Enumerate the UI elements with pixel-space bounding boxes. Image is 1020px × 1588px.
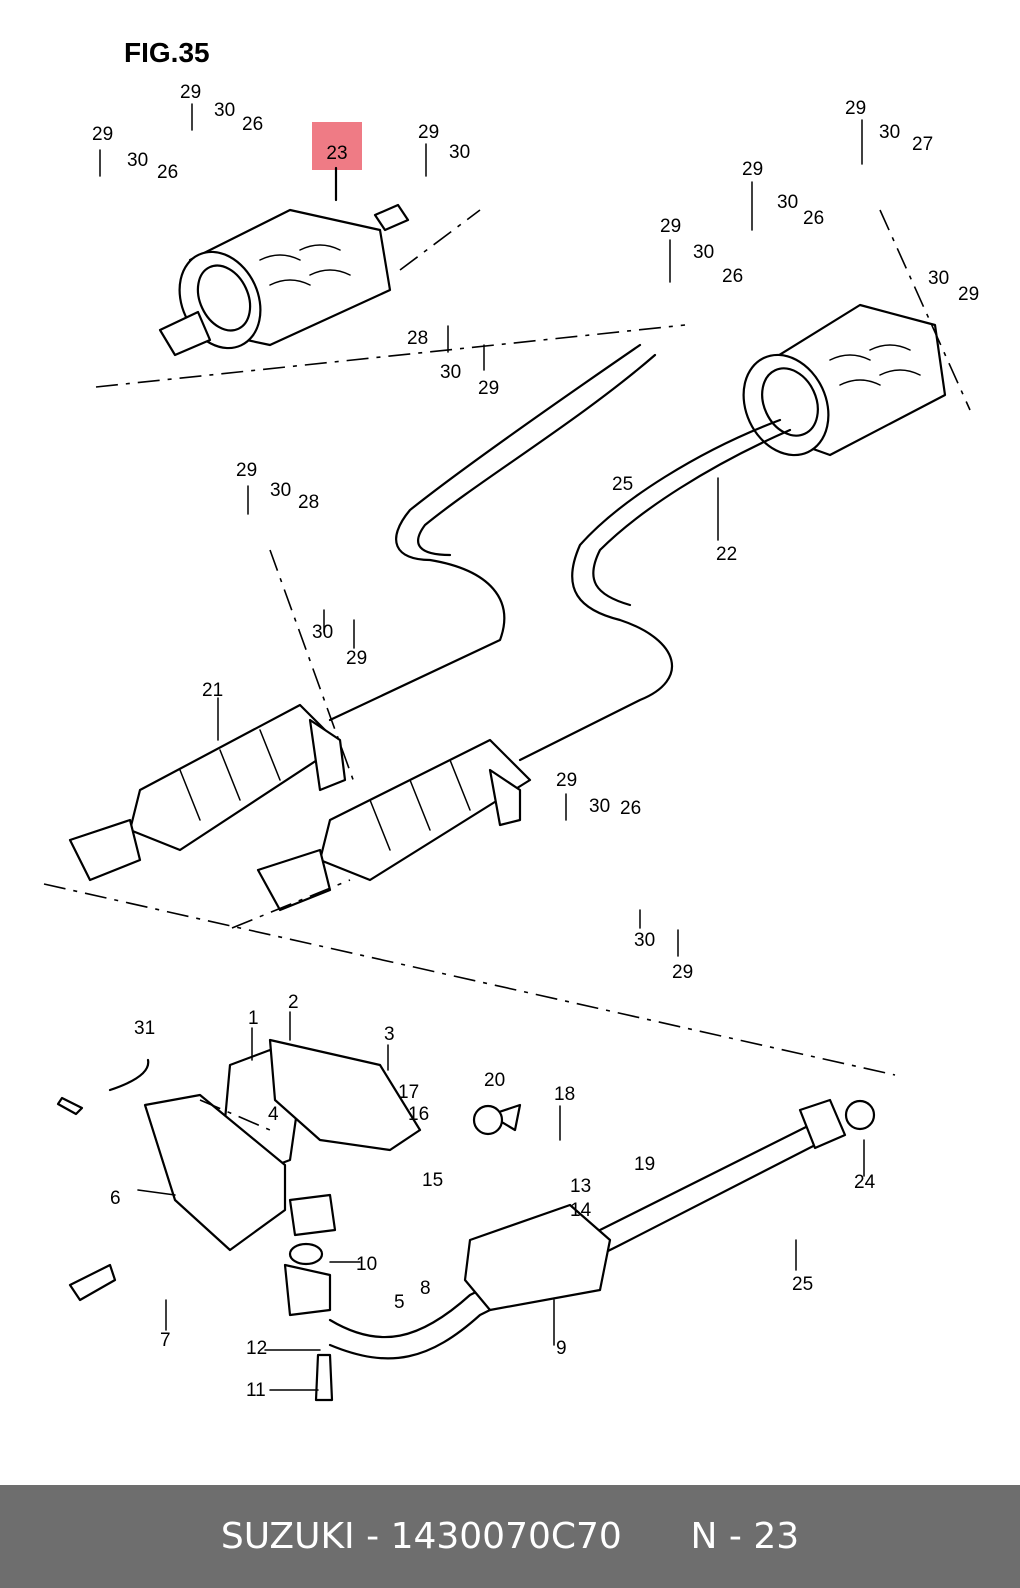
callout-label: 18 (554, 1084, 575, 1105)
callout-label: 1 (248, 1008, 259, 1029)
figure-title: FIG.35 (124, 37, 210, 68)
callout-label: 10 (356, 1254, 377, 1275)
callout-label: 30 (634, 930, 655, 951)
callout-label: 4 (268, 1104, 279, 1125)
callout-label: 30 (879, 122, 900, 143)
callout-label: 30 (270, 480, 291, 501)
muffler-22 (742, 303, 947, 457)
footer-brand: SUZUKI (220, 1516, 355, 1557)
callout-label: 20 (484, 1070, 505, 1091)
callout-label: 30 (928, 268, 949, 289)
callout-label: 29 (478, 378, 499, 399)
callout-label: 29 (236, 460, 257, 481)
callout-label: 12 (246, 1338, 267, 1359)
callout-label: 22 (716, 544, 737, 565)
callout-label: 16 (408, 1104, 429, 1125)
callout-label: 26 (803, 208, 824, 229)
exhaust-manifold-assembly (56, 1038, 876, 1402)
callout-label: 24 (854, 1172, 876, 1193)
exhaust-pipes (328, 343, 792, 762)
callout-label: 29 (556, 770, 577, 791)
callout-label: 31 (134, 1018, 155, 1039)
callout-label: 28 (298, 492, 319, 513)
callout-label: 28 (407, 328, 428, 349)
callout-label: 26 (242, 114, 263, 135)
callout-label: 29 (346, 648, 367, 669)
callout-label: 29 (672, 962, 693, 983)
callout-label: 21 (202, 680, 223, 701)
callout-label: 27 (912, 134, 933, 155)
callout-label: 2 (288, 992, 299, 1013)
callout-label: 30 (127, 150, 148, 171)
footer-ref: N - 23 (690, 1516, 800, 1557)
callout-label: 30 (589, 796, 610, 817)
callout-label: 30 (214, 100, 235, 121)
leader-lines (99, 103, 865, 1391)
callout-label: 7 (160, 1330, 171, 1351)
callout-label: 29 (660, 216, 681, 237)
callout-label: 9 (556, 1338, 567, 1359)
callout-label: 25 (792, 1274, 813, 1295)
highlighted-part-number: 23 (326, 143, 347, 164)
callout-label: 26 (157, 162, 178, 183)
callout-label: 15 (422, 1170, 443, 1191)
callout-label: 17 (398, 1082, 419, 1103)
callout-label: 8 (420, 1278, 431, 1299)
assembly-guide-lines (43, 209, 971, 1131)
callout-label: 29 (180, 82, 201, 103)
callout-label: 30 (693, 242, 714, 263)
callout-label: 30 (449, 142, 470, 163)
callout-label: 29 (958, 284, 979, 305)
callout-labels: 29 30 26 29 30 26 29 30 28 30 29 29 30 2… (92, 82, 979, 1401)
muffler-23 (158, 166, 410, 357)
callout-label: 6 (110, 1188, 121, 1209)
highlighted-part-label[interactable]: 23 (312, 122, 362, 170)
callout-label: 30 (777, 192, 798, 213)
callout-label: 14 (570, 1200, 592, 1221)
callout-label: 3 (384, 1024, 395, 1045)
callout-label: 5 (394, 1292, 405, 1313)
callout-label: 19 (634, 1154, 655, 1175)
catalytic-converter-21 (68, 703, 347, 882)
callout-label: 30 (440, 362, 461, 383)
callout-label: 29 (845, 98, 866, 119)
callout-label: 13 (570, 1176, 591, 1197)
footer-gap (622, 1516, 691, 1557)
callout-label: 29 (92, 124, 113, 145)
callout-label: 30 (312, 622, 333, 643)
footer-bar: SUZUKI - 1430070C70 N - 23 (0, 1485, 1020, 1588)
callout-label: 29 (742, 159, 763, 180)
exhaust-system-diagram: FIG.35 23 (43, 37, 979, 1402)
footer-part-code: 1430070C70 (390, 1516, 622, 1557)
callout-label: 26 (722, 266, 743, 287)
callout-label: 26 (620, 798, 641, 819)
callout-label: 25 (612, 474, 633, 495)
callout-label: 11 (246, 1380, 266, 1401)
footer-separator: - (354, 1516, 391, 1557)
callout-label: 29 (418, 122, 439, 143)
